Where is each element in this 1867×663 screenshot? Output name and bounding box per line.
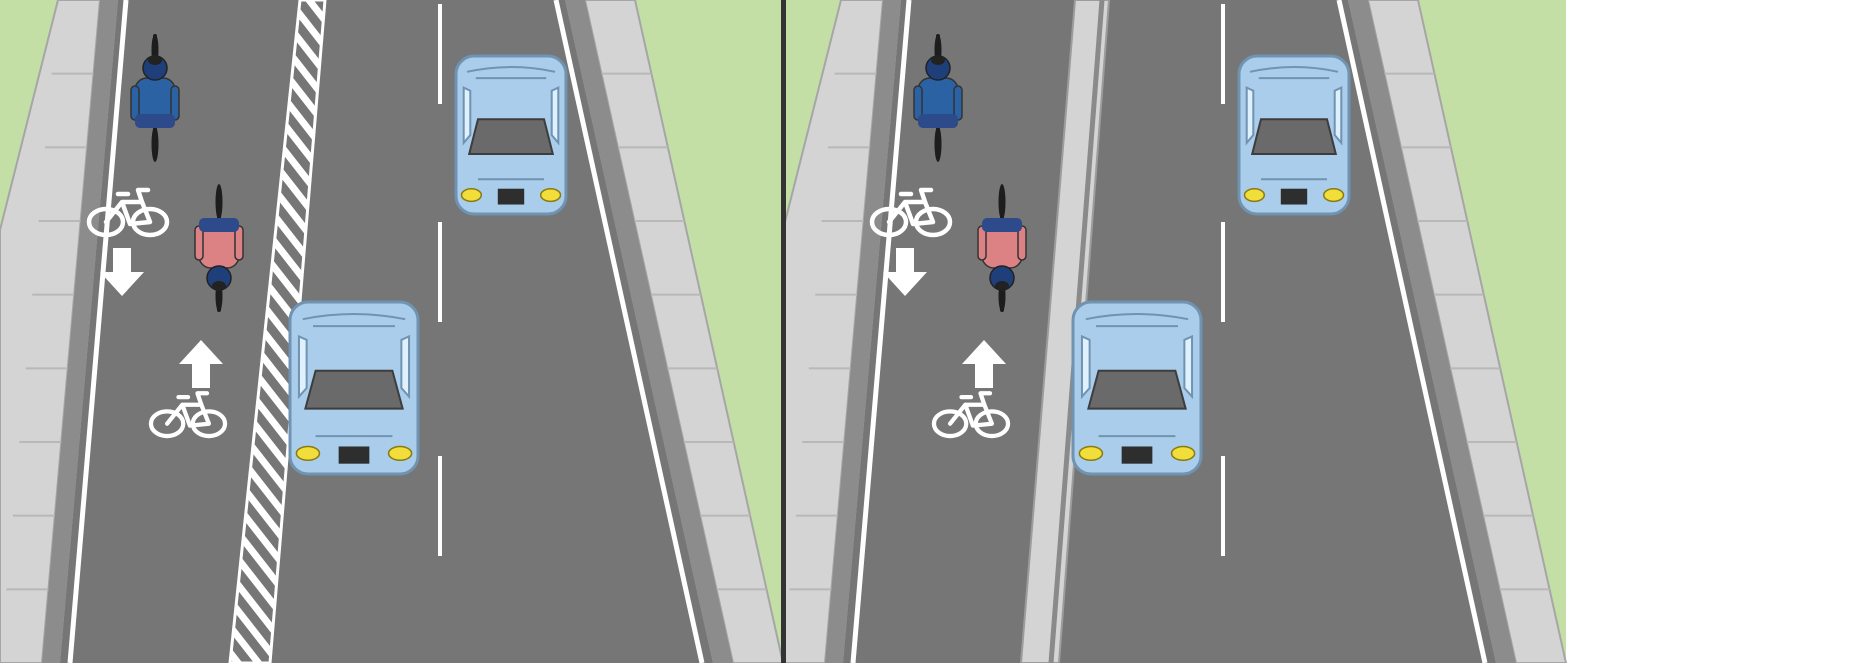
car-windshield (469, 119, 553, 154)
headlight-icon (1079, 446, 1102, 460)
road-panel-left (0, 0, 783, 663)
car-grille (498, 189, 524, 205)
headlight-icon (1245, 189, 1265, 202)
cyclist-hair (995, 281, 1009, 291)
car-grille (1281, 189, 1307, 205)
car-icon (290, 302, 418, 474)
cyclist-hair (148, 55, 162, 65)
car-side-window (1082, 336, 1090, 396)
car-side-window (1335, 88, 1342, 143)
car-side-window (1247, 88, 1254, 143)
car-grille (1122, 446, 1153, 463)
road-panel-right (783, 0, 1566, 663)
car-side-window (464, 88, 471, 143)
headlight-icon (1324, 189, 1344, 202)
wheel (935, 126, 942, 162)
car-side-window (552, 88, 559, 143)
car-icon (456, 56, 566, 214)
wheel (152, 126, 159, 162)
car-icon (1239, 56, 1349, 214)
cyclist-body (199, 228, 239, 268)
car-side-window (1184, 336, 1192, 396)
car-icon (1073, 302, 1201, 474)
wheel (999, 184, 1006, 220)
wheel (216, 184, 223, 220)
headlight-icon (541, 189, 561, 202)
cyclist-hair (212, 281, 226, 291)
headlight-icon (1172, 446, 1195, 460)
car-side-window (401, 336, 409, 396)
cyclist-legs (135, 114, 175, 128)
cyclist-legs (982, 218, 1022, 232)
headlight-icon (462, 189, 482, 202)
car-grille (339, 446, 370, 463)
cyclist-body (135, 78, 175, 118)
cyclist-legs (918, 114, 958, 128)
headlight-icon (296, 446, 319, 460)
car-windshield (1252, 119, 1336, 154)
car-side-window (299, 336, 307, 396)
cyclist-body (982, 228, 1022, 268)
headlight-icon (389, 446, 412, 460)
cyclist-body (918, 78, 958, 118)
cyclist-hair (931, 55, 945, 65)
car-windshield (305, 371, 402, 409)
car-windshield (1088, 371, 1185, 409)
panel-divider (781, 0, 786, 663)
cyclist-legs (199, 218, 239, 232)
